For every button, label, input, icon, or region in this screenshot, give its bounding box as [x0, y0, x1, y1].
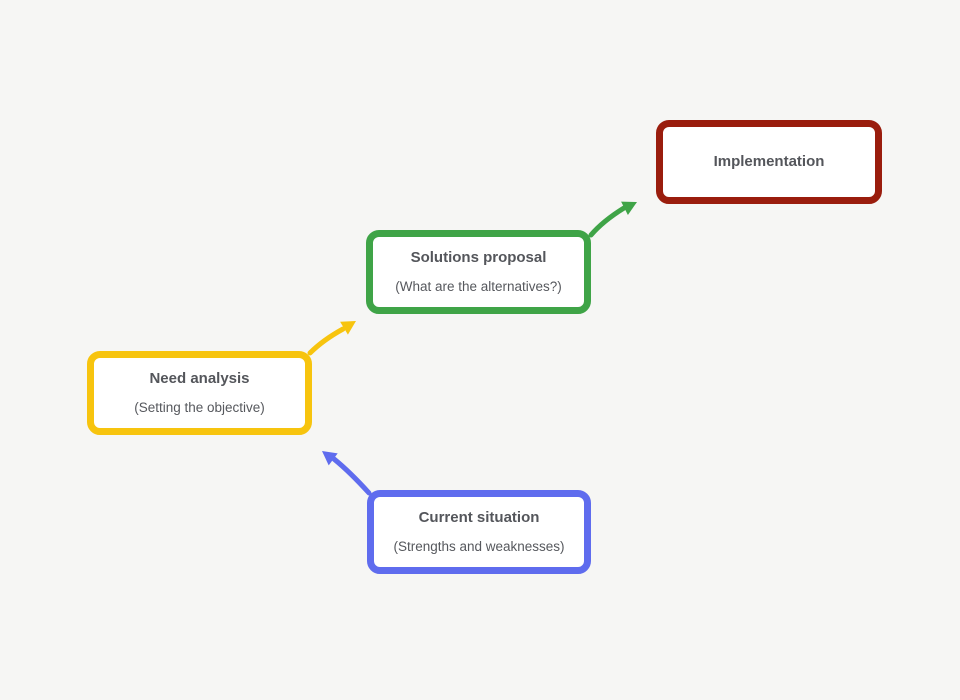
arrow-solutions-to-implementation-head — [621, 201, 637, 215]
node-solutions-proposal[interactable]: Solutions proposal (What are the alterna… — [366, 230, 591, 314]
arrow-solutions-to-implementation-shaft — [588, 205, 627, 238]
node-title: Current situation — [418, 509, 540, 527]
node-implementation[interactable]: Implementation — [656, 120, 882, 204]
node-subtitle: (Strengths and weaknesses) — [393, 539, 565, 555]
arrow-need-to-solutions-head — [340, 321, 356, 335]
arrow-current-to-need-shaft — [331, 456, 372, 496]
arrow-current-to-need-head — [322, 451, 338, 466]
arrow-need-to-solutions — [307, 321, 356, 356]
node-need-analysis[interactable]: Need analysis (Setting the objective) — [87, 351, 312, 435]
arrow-need-to-solutions-shaft — [307, 326, 346, 356]
node-subtitle: (Setting the objective) — [134, 400, 265, 416]
node-subtitle: (What are the alternatives?) — [395, 279, 562, 295]
node-title: Need analysis — [149, 370, 250, 388]
arrow-current-to-need — [322, 451, 372, 496]
node-title: Solutions proposal — [410, 249, 547, 267]
node-current-situation[interactable]: Current situation (Strengths and weaknes… — [367, 490, 591, 574]
arrow-solutions-to-implementation — [588, 201, 637, 238]
node-title: Implementation — [713, 153, 825, 171]
